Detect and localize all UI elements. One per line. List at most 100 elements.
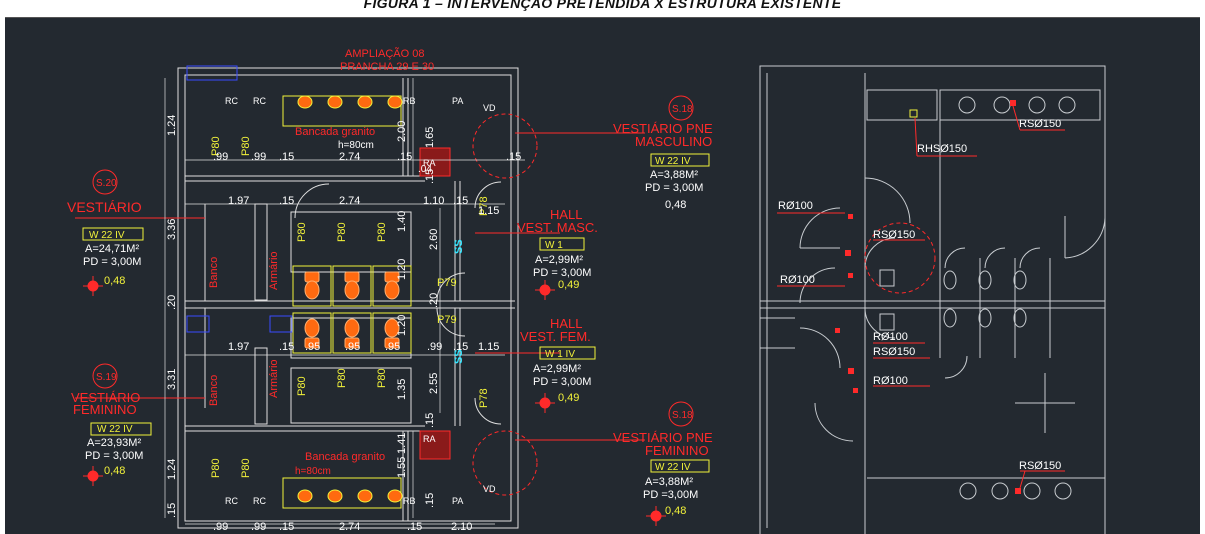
sinks-bottom [297,489,403,503]
floor-plan-svg: AMPLIAÇÃO 08 PRANCHA 29 E 30 S.20 VESTIÁ… [67,47,1106,534]
room-tag-s18-masc: S.18 [672,104,693,115]
dim-r3-4: .95 [385,341,400,353]
room-level-s18-masc: 0,48 [665,199,686,211]
room-name-s18-masc-2: MASCULINO [635,134,712,149]
door-p78-bot: P78 [478,388,490,408]
dim-r3-5: .99 [427,341,442,353]
dim-v-6: 2.00 [396,121,408,142]
dim-r3-1: .15 [279,341,294,353]
right-plan-labels: RSØ150 RHSØ150 RØ100 RSØ150 RØ100 RØ100 … [778,118,1061,472]
bancada-top: Bancada granito [295,126,375,138]
rs150-mid: RSØ150 [873,229,915,241]
hall-masc-level: 0,49 [558,279,579,291]
dim-v-5: .15 [166,503,178,518]
dim-v-8: 2.60 [428,229,440,250]
dim-v-2: .20 [166,295,178,310]
dim-v-4: 1.24 [166,459,178,480]
r100-4: RØ100 [873,375,908,387]
door-p80-7: P80 [336,368,348,388]
leader-lines [75,132,645,441]
left-plan-walls [177,67,519,529]
dim-r2-5: 1.15 [478,205,499,217]
dim-r3-0: 1.97 [228,341,249,353]
fixture-rb-bot: RB [403,496,416,506]
hall-masc-2: VEST. MASC. [517,220,598,235]
dim-v-0: 1.24 [166,115,178,136]
room-level-s20: 0,48 [104,275,125,287]
fixture-ra-top: RA [423,158,436,168]
bancada-bot: Bancada granito [305,451,385,463]
toilet-stalls [292,265,412,354]
dim-top-4: .15 [397,151,412,163]
room-name-s19-2: FEMININO [73,402,137,417]
banco-label-top: Banco [208,257,220,288]
fixture-rb-top: RB [403,96,416,106]
dim-bot-4: .15 [407,521,422,533]
rs150-top: RSØ150 [1019,118,1061,130]
dim-v-10: .20 [428,293,440,308]
rs150-bot: RSØ150 [1019,460,1061,472]
room-name-s19-1: VESTIÁRIO [71,390,140,405]
rs150-low: RSØ150 [873,346,915,358]
sinks-top [297,95,403,109]
dim-r3-7: 1.15 [478,341,499,353]
hall-fem-2: VEST. FEM. [520,329,591,344]
door-p80-10: P80 [240,458,252,478]
bancada-bot-h: h=80cm [295,466,331,477]
dim-bot-3: 2.74 [339,521,360,533]
hall-masc-area: A=2,99M² [535,254,583,266]
room-name-s18-fem-1: VESTIÁRIO PNE [613,430,713,445]
cad-drawing-canvas: AMPLIAÇÃO 08 PRANCHA 29 E 30 S.20 VESTIÁ… [5,17,1200,534]
room-pd-s20: PD = 3,00M [83,256,141,268]
fixture-pa-bot: PA [452,496,463,506]
bancada-top-h: h=80cm [338,140,374,151]
room-spec-s20: W 22 IV [89,230,125,241]
fixture-ra-bot: RA [423,434,436,444]
hall-masc-1: HALL [550,207,583,222]
fixture-rc-3: RC [225,496,238,506]
r100-3: RØ100 [873,331,908,343]
right-plan-fixtures [879,96,1076,500]
room-area-s20: A=24,71M² [85,243,139,255]
r100-1: RØ100 [778,200,813,212]
fixture-vd-top: VD [483,103,496,113]
armario-label-top: Armário [268,251,280,290]
door-p80-8: P80 [376,368,388,388]
right-plan-walls [759,65,1106,534]
room-spec-s19: W 22 IV [97,424,133,435]
room-area-s18-masc: A=3,88M² [650,169,698,181]
room-tag-s19: S.19 [96,372,117,383]
hall-fem-1: HALL [550,316,583,331]
fixture-rc-4: RC [253,496,266,506]
room-name-s18-fem-2: FEMININO [645,443,709,458]
hall-fem-area: A=2,99M² [533,363,581,375]
dim-bot-2: .15 [279,521,294,533]
dim-v-1: 3.36 [166,219,178,240]
hall-masc-spec: W 1 [545,240,563,251]
dim-v-16: .15 [424,169,436,184]
right-plan-red [777,100,1065,494]
header-line1: AMPLIAÇÃO 08 [345,47,424,60]
spec-boxes [82,153,710,473]
dim-v-20: .15 [424,493,436,508]
dim-r2-2: 2.74 [339,195,360,207]
door-p80-5: P80 [376,222,388,242]
dimension-lines [164,78,525,525]
toilet-fixtures [304,271,400,349]
door-p79-bot: P79 [437,314,457,326]
dim-top-2: .15 [279,151,294,163]
room-area-s18-fem: A=3,88M² [645,476,693,488]
dim-r2-4: .15 [453,195,468,207]
door-p80-4: P80 [336,222,348,242]
fixture-vd-bot: VD [483,484,496,494]
dim-r3-6: .15 [453,341,468,353]
dim-v-15: 1.55 [396,457,408,478]
pne-fixtures [419,113,538,496]
figure-caption-bar: FIGURA 1 – INTERVENÇÃO PRETENDIDA X ESTR… [0,0,1205,17]
room-level-s18-fem: 0,48 [665,505,686,517]
dim-v-11: 1.20 [396,315,408,336]
dim-top-3: 2.74 [339,151,360,163]
right-plan-doors [799,177,1106,442]
room-spec-s18-fem: W 22 IV [655,462,691,473]
left-plan-text: AMPLIAÇÃO 08 PRANCHA 29 E 30 S.20 VESTIÁ… [67,47,713,533]
